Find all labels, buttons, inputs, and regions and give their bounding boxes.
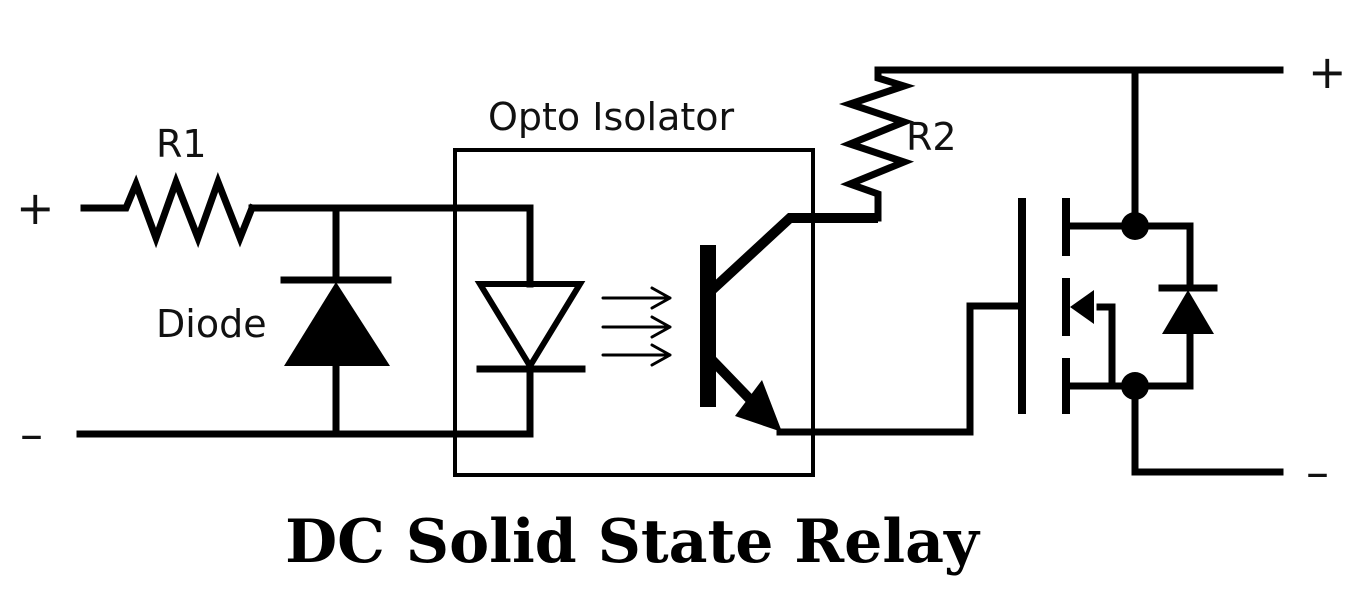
opto-isolator-box	[453, 148, 815, 477]
diagram-title: DC Solid State Relay	[285, 507, 981, 577]
output-plus-terminal: +	[1308, 45, 1347, 99]
phototransistor	[700, 213, 974, 436]
resistor-r1	[80, 172, 257, 249]
light-emission-arrows	[601, 286, 672, 367]
output-minus-terminal: –	[1306, 445, 1329, 499]
output-negative-rail	[1131, 382, 1284, 476]
opto-isolator-label: Opto Isolator	[488, 95, 735, 139]
drain-junction	[1121, 212, 1149, 240]
r1-label: R1	[156, 122, 207, 166]
resistor-r2	[838, 66, 916, 222]
opto-led	[474, 281, 586, 373]
r2-label: R2	[906, 115, 957, 159]
input-positive-wire	[248, 204, 534, 288]
input-minus-terminal: –	[20, 407, 43, 461]
body-diode	[1158, 284, 1218, 334]
protection-diode	[280, 204, 392, 438]
input-negative-wire	[76, 366, 534, 438]
gate-wire	[966, 302, 1024, 436]
diode-label: Diode	[156, 302, 267, 346]
mosfet	[1018, 198, 1194, 414]
input-plus-terminal: +	[16, 181, 55, 235]
